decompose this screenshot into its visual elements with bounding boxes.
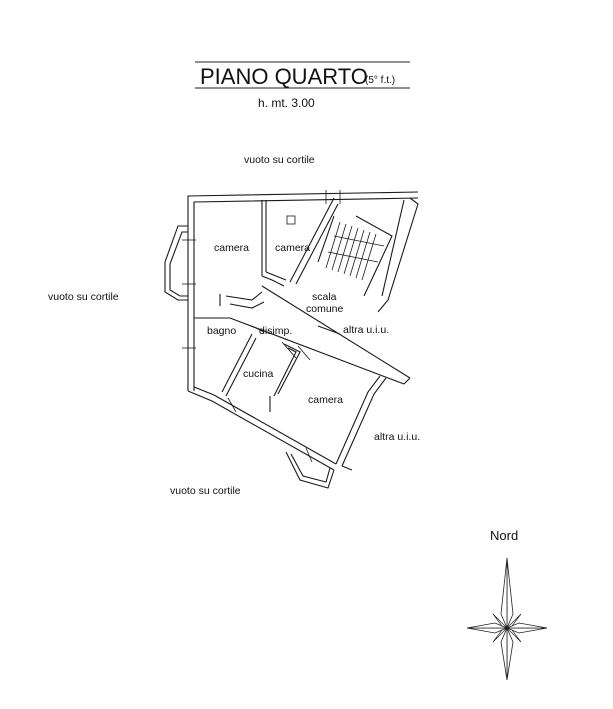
north-label: Nord <box>490 528 518 543</box>
room-scala-line2: comune <box>306 303 344 315</box>
label-top-courtyard: vuoto su cortile <box>244 154 315 166</box>
ceiling-height: h. mt. 3.00 <box>258 96 315 110</box>
room-camera-3: camera <box>308 394 343 406</box>
room-bagno: bagno <box>207 325 236 337</box>
room-scala-line1: scala <box>312 291 337 303</box>
room-cucina: cucina <box>243 368 274 380</box>
page-subtitle: (5° f.t.) <box>365 75 395 86</box>
label-other-unit-upper: altra u.i.u. <box>343 324 389 336</box>
label-other-unit-lower: altra u.i.u. <box>374 431 420 443</box>
plan-walls <box>164 190 419 489</box>
room-disimp: disimp. <box>259 325 292 337</box>
compass-rose-icon <box>466 557 548 681</box>
label-left-courtyard: vuoto su cortile <box>48 291 119 303</box>
label-bottom-courtyard: vuoto su cortile <box>170 485 241 497</box>
room-camera-1: camera <box>214 242 249 254</box>
room-camera-2: camera <box>275 242 310 254</box>
page-title: PIANO QUARTO <box>200 64 368 89</box>
